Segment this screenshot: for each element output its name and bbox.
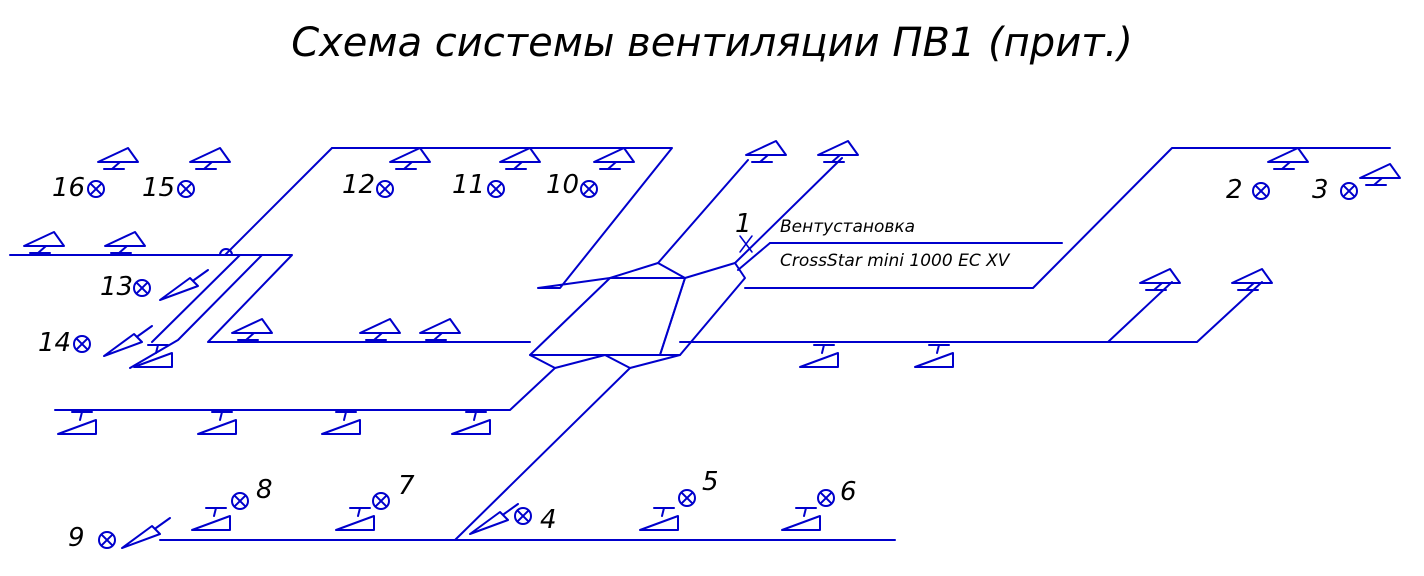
outlet-number: 15 [142,173,175,203]
duct-network [9,147,1391,541]
duct-segment [657,159,749,264]
duct-segment [1107,281,1173,343]
outlet-number: 14 [38,328,71,358]
circle-cross-icon [1340,182,1358,200]
outlet-6: 6 [817,477,857,507]
circle-cross-icon [73,335,91,353]
duct-segment [54,367,556,411]
outlet-number: 16 [52,173,85,203]
outlet-8: 8 [231,475,273,510]
triangle-diffuser-icon [133,344,173,368]
circle-cross-icon [87,180,105,198]
duct-segment [159,367,631,541]
triangle-diffuser-icon [191,507,231,531]
circle-cross-icon [817,489,835,507]
circle-cross-icon [133,279,151,297]
triangle-diffuser-icon [189,147,231,170]
circle-cross-icon [487,180,505,198]
triangle-diffuser-icon [1267,147,1309,170]
circle-cross-icon [514,507,532,525]
outlet-number: 6 [840,477,857,507]
triangle-diffuser-icon [23,231,65,254]
outlet-number: 3 [1312,175,1329,205]
diffusers [23,140,1401,549]
unit-model: CrossStar mini 1000 EC XV [780,251,1011,271]
triangle-diffuser-icon [321,411,361,435]
triangle-diffuser-icon [593,147,635,170]
duct-segment [744,147,1391,289]
triangle-diffuser-icon [389,147,431,170]
triangle-diffuser-icon [159,269,209,301]
duct-segment [734,157,843,264]
outlet-number: 2 [1226,175,1243,205]
outlet-13: 13 [100,272,151,302]
outlet-number: 4 [540,505,557,535]
triangle-diffuser-icon [197,411,237,435]
triangle-diffuser-icon [103,325,153,357]
scheme-title: Схема системы вентиляции ПВ1 (прит.) [291,20,1133,66]
triangle-diffuser-icon [817,140,859,163]
circle-cross-icon [678,489,696,507]
duct-crossing [219,248,233,256]
triangle-diffuser-icon [781,507,821,531]
duct-segment [151,254,241,343]
outlet-2: 2 [1226,175,1270,205]
outlet-number: 7 [398,471,415,501]
triangle-diffuser-icon [104,231,146,254]
circle-cross-icon [1252,182,1270,200]
duct-segment [9,254,531,343]
triangle-diffuser-icon [1139,268,1181,291]
circle-cross-icon [231,492,249,510]
circle-cross-icon [372,492,390,510]
triangle-diffuser-icon [1359,163,1401,186]
triangle-diffuser-icon [799,344,839,368]
circle-cross-icon [376,180,394,198]
duct-segment [679,281,1263,343]
outlet-15: 15 [142,173,195,203]
outlet-12: 12 [342,170,394,200]
outlet-14: 14 [38,328,91,358]
outlet-4: 4 [514,505,557,535]
unit-callout: 1 Вентустановка CrossStar mini 1000 EC X… [735,209,1063,271]
triangle-diffuser-icon [469,503,519,535]
outlet-number: 9 [68,523,85,553]
triangle-diffuser-icon [231,318,273,341]
triangle-diffuser-icon [1231,268,1273,291]
triangle-diffuser-icon [451,411,491,435]
outlet-5: 5 [678,467,719,507]
outlet-10: 10 [546,170,598,200]
triangle-diffuser-icon [914,344,954,368]
outlet-number: 12 [342,170,375,200]
duct-segment [224,147,333,256]
unit-label: Вентустановка [780,217,915,237]
triangle-diffuser-icon [97,147,139,170]
ventilation-unit [529,262,746,369]
circle-cross-icon [177,180,195,198]
triangle-diffuser-icon [639,507,679,531]
outlet-7: 7 [372,471,415,510]
outlet-3: 3 [1312,175,1358,205]
duct-segment [331,147,673,289]
triangle-diffuser-icon [335,507,375,531]
triangle-diffuser-icon [121,517,171,549]
circle-cross-icon [98,531,116,549]
outlet-number: 13 [100,272,133,302]
outlet-number: 11 [452,170,485,200]
outlet-11: 11 [452,170,505,200]
outlet-number: 8 [256,475,273,505]
triangle-diffuser-icon [499,147,541,170]
outlet-16: 16 [52,173,105,203]
triangle-diffuser-icon [359,318,401,341]
unit-marker: 1 [735,209,752,239]
outlet-number: 5 [702,467,719,497]
triangle-diffuser-icon [419,318,461,341]
duct-segment [129,254,263,369]
circle-cross-icon [580,180,598,198]
outlet-number: 10 [546,170,579,200]
triangle-diffuser-icon [745,140,787,163]
outlet-markers: 2 3 4 5 6 7 8 9 10 11 12 13 14 15 16 [38,170,1358,553]
outlet-9: 9 [68,523,116,553]
triangle-diffuser-icon [57,411,97,435]
